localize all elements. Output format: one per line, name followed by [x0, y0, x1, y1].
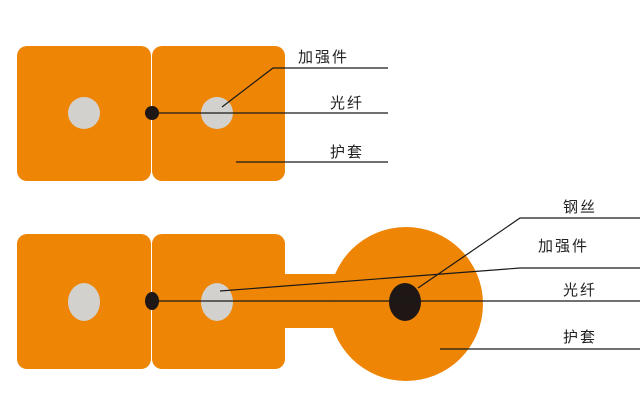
top-label-sheath: 护套 [330, 143, 365, 161]
bottom-label-strength-member: 加强件 [538, 237, 590, 255]
top-leader-strength [221, 67, 388, 108]
bottom-label-sheath: 护套 [563, 328, 598, 346]
bottom-leader-strength [219, 267, 640, 292]
top-label-fiber: 光纤 [330, 94, 365, 112]
bottom-fiber-left [68, 283, 100, 321]
bottom-label-steel-wire: 钢丝 [563, 198, 598, 216]
top-cable [17, 46, 388, 181]
top-fiber-left [68, 97, 100, 129]
bottom-steel-wire [389, 283, 421, 321]
top-label-strength-member: 加强件 [298, 48, 350, 66]
bottom-label-fiber: 光纤 [563, 281, 598, 299]
bottom-leader-steel [417, 217, 640, 289]
bottom-fiber-right [201, 283, 233, 321]
bottom-cable [17, 217, 640, 381]
